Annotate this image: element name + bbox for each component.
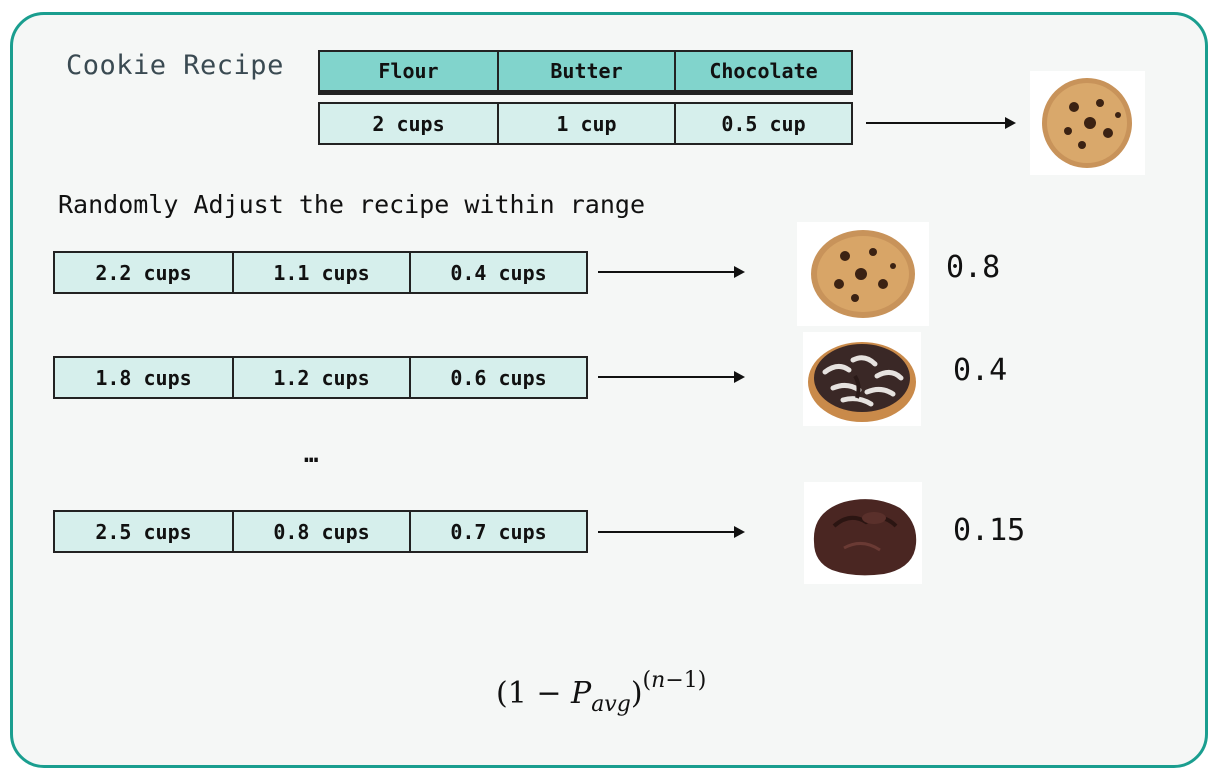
variant-table-2: 1.8 cups 1.2 cups 0.6 cups [53, 356, 588, 399]
variant-table-1: 2.2 cups 1.1 cups 0.4 cups [53, 251, 588, 294]
value-butter: 1 cup [499, 104, 676, 143]
base-cookie-image [1030, 71, 1145, 175]
formula-exp-rest: −1) [665, 668, 707, 693]
diagram-title: Cookie Recipe [66, 50, 284, 81]
variant-3-butter: 0.8 cups [234, 512, 411, 551]
formula-p: P [571, 676, 592, 711]
variant-3-cookie-image [804, 482, 922, 584]
variant-1-arrow [598, 266, 745, 278]
formula-exp-open: ( [642, 668, 652, 693]
subtitle: Randomly Adjust the recipe within range [58, 190, 645, 219]
variant-1-butter: 1.1 cups [234, 253, 411, 292]
variant-2-flour: 1.8 cups [55, 358, 234, 397]
header-flour: Flour [320, 52, 499, 90]
variant-3-flour: 2.5 cups [55, 512, 234, 551]
variant-3-arrow [598, 526, 745, 538]
header-butter: Butter [499, 52, 676, 90]
ellipsis: … [304, 440, 319, 468]
variant-table-3: 2.5 cups 0.8 cups 0.7 cups [53, 510, 588, 553]
formula-exponent: (n−1) [643, 668, 707, 693]
variant-2-score: 0.4 [953, 353, 1008, 388]
recipe-header-table: Flour Butter Chocolate [318, 50, 853, 95]
variant-1-chocolate: 0.4 cups [450, 260, 547, 285]
formula-open: (1 − [496, 676, 571, 711]
variant-2-chocolate: 0.6 cups [450, 365, 547, 390]
variant-1-flour: 2.2 cups [55, 253, 234, 292]
variant-3-score: 0.15 [953, 513, 1026, 548]
variant-2-arrow [598, 371, 745, 383]
header-chocolate: Chocolate [676, 52, 851, 90]
variant-1-score: 0.8 [946, 250, 1001, 285]
formula-close: ) [630, 676, 643, 711]
probability-formula: (1 − Pavg)(n−1) [496, 668, 706, 717]
value-flour: 2 cups [320, 104, 499, 143]
value-chocolate: 0.5 cup [721, 111, 806, 136]
formula-exp-n: n [651, 668, 666, 693]
variant-3-chocolate: 0.7 cups [450, 519, 547, 544]
variant-1-cookie-image [797, 222, 929, 326]
formula-subscript: avg [591, 692, 631, 717]
variant-2-butter: 1.2 cups [234, 358, 411, 397]
recipe-values-table: 2 cups 1 cup 0.5 cup [318, 102, 853, 145]
variant-2-cookie-image [803, 332, 921, 426]
base-arrow [866, 117, 1016, 129]
